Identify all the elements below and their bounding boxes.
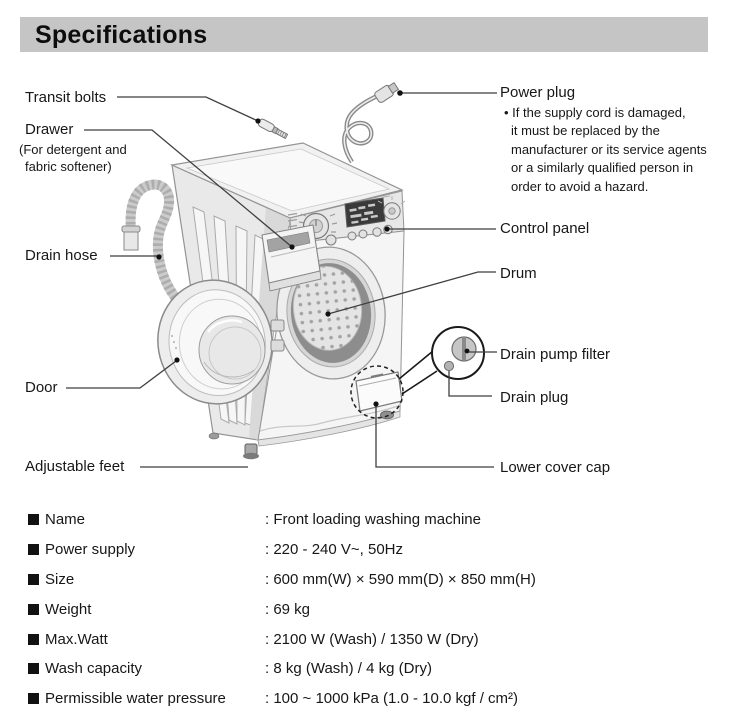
label-lower-cover-cap: Lower cover cap (500, 459, 611, 476)
leader-lines (66, 92, 497, 468)
spec-row-size: Size : 600 mm(W) × 590 mm(D) × 850 mm(H) (28, 571, 723, 601)
drain-plug-graphic (443, 360, 455, 372)
detergent-drawer-graphic (261, 224, 322, 292)
spec-label: Wash capacity (45, 660, 142, 678)
spec-value: : 69 kg (265, 600, 311, 618)
panel-buttons (325, 224, 393, 246)
spec-label: Max.Watt (45, 630, 108, 648)
label-drain-hose: Drain hose (25, 247, 98, 264)
door-hinge (270, 319, 285, 332)
power-plug-graphic (374, 81, 400, 103)
transit-bolt-graphic (257, 118, 289, 140)
door-graphic (157, 279, 285, 405)
spec-value: : 220 - 240 V~, 50Hz (265, 540, 404, 558)
power-cord-graphic (342, 94, 378, 164)
square-bullet-icon (28, 663, 39, 675)
label-drain-pump-filter: Drain pump filter (500, 346, 611, 363)
label-drawer-note: (For detergent and fabric softener) (19, 142, 127, 174)
spec-row-wash-capacity: Wash capacity : 8 kg (Wash) / 4 kg (Dry) (28, 660, 723, 690)
spec-value: : 100 ~ 1000 kPa (1.0 - 10.0 kgf / cm²) (265, 690, 519, 708)
label-drawer: Drawer (25, 121, 74, 138)
base-plinth (257, 410, 401, 447)
door-glass (198, 315, 266, 385)
spec-value: : 2100 W (Wash) / 1350 W (Dry) (265, 630, 479, 648)
square-bullet-icon (28, 573, 39, 585)
spec-value: : 600 mm(W) × 590 mm(D) × 850 mm(H) (265, 570, 536, 588)
leader-dots (156, 90, 470, 407)
power-plug-note: • If the supply cord is damaged, it must… (504, 105, 707, 194)
spec-label: Permissible water pressure (45, 690, 226, 708)
spec-label: Power supply (45, 540, 136, 558)
spec-row-water-pressure: Permissible water pressure : 100 ~ 1000 … (28, 690, 723, 720)
spec-row-name: Name : Front loading washing machine (28, 511, 723, 541)
label-door: Door (25, 379, 58, 396)
spec-label: Size (45, 570, 75, 588)
section-header: Specifications (20, 17, 708, 52)
spec-value: : 8 kg (Wash) / 4 kg (Dry) (265, 660, 432, 678)
washer-diagram: Transit bolts Drawer (For detergent and … (19, 81, 707, 476)
square-bullet-icon (28, 693, 39, 705)
spec-list: Name : Front loading washing machine Pow… (28, 511, 723, 720)
square-bullet-icon (28, 633, 39, 645)
label-drain-plug: Drain plug (500, 389, 569, 406)
dashed-highlight-circle (350, 365, 404, 419)
spec-label: Name (45, 511, 86, 528)
square-bullet-icon (28, 514, 39, 525)
label-drum: Drum (500, 265, 537, 282)
label-control-panel: Control panel (500, 220, 590, 237)
control-panel-graphic (287, 195, 406, 246)
label-transit-bolts: Transit bolts (25, 89, 107, 106)
spec-row-weight: Weight : 69 kg (28, 601, 723, 631)
spec-row-power-supply: Power supply : 220 - 240 V~, 50Hz (28, 541, 723, 571)
spec-label: Weight (45, 600, 92, 618)
label-power-plug: Power plug (500, 84, 576, 101)
square-bullet-icon (28, 543, 39, 555)
page-title: Specifications (35, 21, 208, 49)
drain-callout (398, 326, 485, 395)
lower-cover-cap-graphic (350, 365, 404, 419)
spec-row-max-watt: Max.Watt : 2100 W (Wash) / 1350 W (Dry) (28, 631, 723, 661)
adjustable-foot-graphic (208, 410, 394, 460)
washing-machine-figure (66, 81, 497, 468)
spec-value: : Front loading washing machine (265, 511, 481, 528)
label-adjustable-feet: Adjustable feet (25, 458, 125, 475)
square-bullet-icon (28, 603, 39, 615)
